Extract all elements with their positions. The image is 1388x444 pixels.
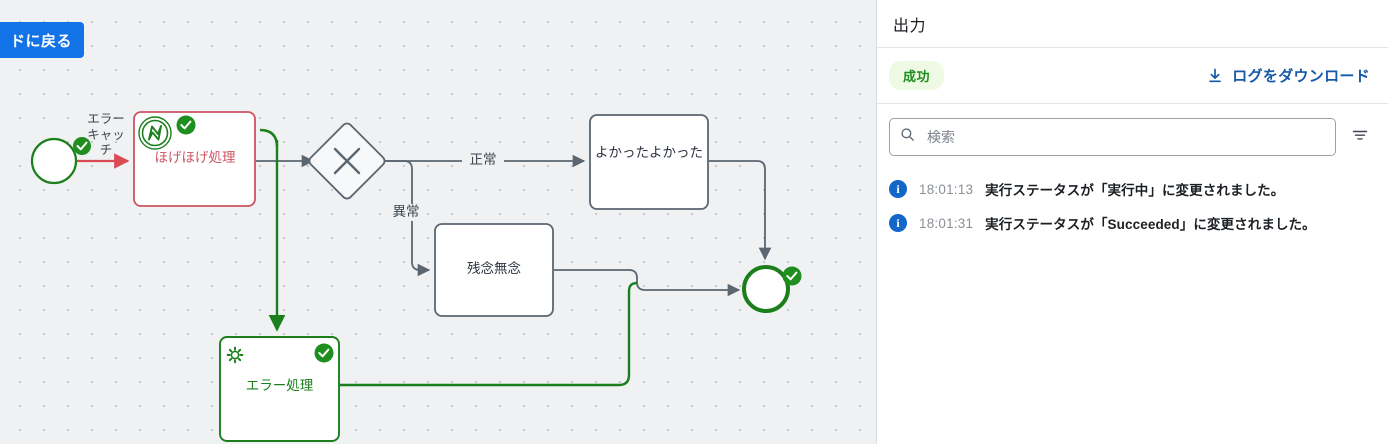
download-icon xyxy=(1206,67,1224,85)
log-timestamp: 18:01:13 xyxy=(919,181,974,197)
download-log-button[interactable]: ログをダウンロード xyxy=(1206,65,1370,86)
info-icon: i xyxy=(889,214,907,232)
error-task-check-icon xyxy=(318,348,330,358)
hoge-check-icon xyxy=(180,120,192,130)
node-end-event[interactable] xyxy=(742,265,790,313)
output-panel-title: 出力 xyxy=(893,17,927,35)
edge-yokatta-to-end xyxy=(709,160,772,261)
output-panel-header: 出力 xyxy=(877,0,1388,48)
hoge-executed-badge xyxy=(176,115,196,135)
info-icon: i xyxy=(889,180,907,198)
download-log-label: ログをダウンロード xyxy=(1232,68,1370,85)
end-check-icon xyxy=(786,271,798,281)
node-start-event[interactable] xyxy=(30,137,78,185)
workflow-canvas[interactable]: ドに戻る xyxy=(0,0,876,444)
node-task-zannen[interactable] xyxy=(434,223,554,317)
start-check-icon xyxy=(76,141,88,151)
edge-boundary-corner xyxy=(259,128,279,148)
node-task-error-handling[interactable] xyxy=(219,336,340,442)
error-task-executed-badge xyxy=(314,343,334,363)
log-search-row xyxy=(877,104,1388,166)
log-timestamp: 18:01:31 xyxy=(919,215,974,231)
output-status-row: 成功 ログをダウンロード xyxy=(877,48,1388,104)
gateway-x-icon xyxy=(333,147,361,175)
edge-gateway-to-zannen xyxy=(379,160,431,277)
search-box[interactable] xyxy=(889,118,1336,156)
start-executed-badge xyxy=(73,137,91,155)
error-bolt-icon xyxy=(148,125,162,141)
log-message: 実行ステータスが「実行中」に変更されました。 xyxy=(985,183,1285,198)
end-executed-badge xyxy=(782,266,802,286)
gear-icon xyxy=(226,346,244,364)
output-panel: 出力 成功 ログをダウンロード xyxy=(876,0,1388,444)
edge-error-task-to-end xyxy=(340,281,638,387)
status-badge: 成功 xyxy=(889,61,945,90)
log-entry[interactable]: i 18:01:13 実行ステータスが「実行中」に変更されました。 xyxy=(889,172,1378,206)
edge-zannen-to-end xyxy=(554,269,741,297)
back-to-dashboard-button[interactable]: ドに戻る xyxy=(0,22,84,58)
search-input[interactable] xyxy=(915,128,1325,146)
bpmn-diagram xyxy=(30,111,802,442)
boundary-error-event-inner xyxy=(141,119,169,147)
node-task-yokatta[interactable] xyxy=(589,114,709,210)
filter-icon[interactable] xyxy=(1348,123,1372,152)
search-icon xyxy=(900,127,915,147)
log-list: i 18:01:13 実行ステータスが「実行中」に変更されました。 i 18:0… xyxy=(877,166,1388,240)
log-entry[interactable]: i 18:01:31 実行ステータスが「Succeeded」に変更されました。 xyxy=(889,206,1378,240)
log-message: 実行ステータスが「Succeeded」に変更されました。 xyxy=(985,217,1316,232)
